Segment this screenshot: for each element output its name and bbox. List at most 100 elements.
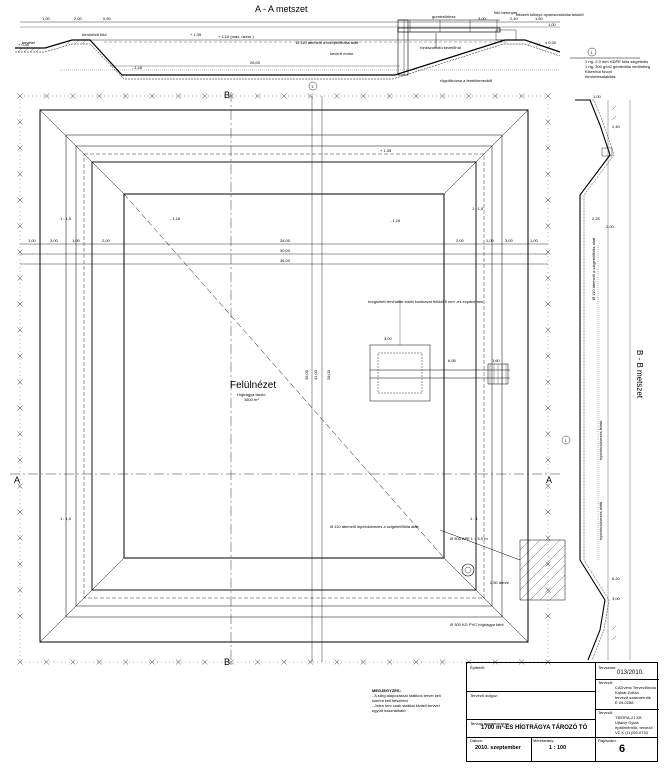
notes-line-4: együtt használható	[372, 708, 406, 713]
dim-aa-7: 1,00	[548, 22, 557, 27]
plan-sub-2: 1600 m³	[244, 397, 259, 402]
aa-label-level-max: + 1,10 (max. üzem.)	[218, 34, 254, 39]
depth-note: 2,50 átm/e	[490, 580, 510, 585]
aa-label-bottom: 26,00	[250, 60, 261, 65]
dim-top-5: 28,00	[280, 238, 291, 243]
tb-sheet: 6	[619, 743, 626, 755]
section-aa-title: A - A metszet	[255, 4, 308, 14]
bb-dim-3: 2,25	[592, 216, 601, 221]
tb-designer2-3: építőmérnök, tervező	[615, 725, 653, 730]
tb-date: 2010. szeptember	[475, 745, 521, 751]
aa-label-foil: tömörített föld	[82, 32, 106, 37]
tb-designer-4: É 09-0288	[615, 700, 634, 705]
dim-aa-6: 1,50	[535, 16, 544, 21]
slope-right: 1 : 1,5	[472, 206, 484, 211]
axis-b-top: B	[224, 90, 230, 100]
dim-aa-1: 1,00	[42, 16, 51, 21]
bb-dim-4: 2,00	[606, 224, 615, 229]
legend: 1 1 rtg. 2,0 mm HDPE fólia szigetelés 1 …	[570, 47, 650, 79]
aa-label-anchor: rögzítőrózsa a fenéklemezből	[440, 78, 492, 83]
tb-designer2-1: TIERRA-21 Kft.	[615, 715, 643, 720]
tb-label-terv-dolgoz: Tervező dolgoz:	[470, 693, 499, 698]
tb-label-datum: Dátum:	[470, 738, 483, 743]
dim-top-3: 1,00	[72, 238, 81, 243]
ore-note: Ø 300 APE L = 5,0 m	[450, 536, 488, 541]
note-dim-3: 3,00	[384, 336, 393, 341]
aa-level-mid: + 1,35	[190, 32, 202, 37]
slope-left: 1 : 1,5	[60, 216, 72, 221]
tb-project-no: 013/2010.	[617, 670, 644, 676]
notes-line-2: szerint kell készíteni	[372, 698, 408, 703]
aa-label-berm: bevétel	[22, 40, 35, 45]
title-block: Építtető: Tervszám: 013/2010. Tervező: C…	[466, 662, 659, 762]
dim-aa-4: 3,00	[478, 16, 487, 21]
plan-sub-1: Hígtrágya tároló	[237, 392, 266, 397]
axis-a-right: A	[546, 475, 552, 485]
notes-heading: MEGJEGYZÉS:	[372, 688, 401, 693]
note-dim-160: 1,60	[492, 358, 501, 363]
tb-label-tervlap: Tervlap megnevezése:	[470, 721, 511, 726]
axis-a-left: A	[14, 475, 20, 485]
dim-top-2: 3,00	[50, 238, 59, 243]
bb-dim-5: 6,20	[612, 576, 621, 581]
plan-view: A A B B 1,00 3,00 1,00 2,00 28,00 2,00 1…	[10, 90, 571, 667]
aa-level-right: ± 0,00	[545, 40, 557, 45]
tb-label-tervezo: Tervező:	[598, 680, 614, 685]
dim-top-6: 2,00	[456, 238, 465, 243]
aa-label-walkway: gumicsűrtesz	[432, 14, 456, 19]
dim-outer: 36,00	[280, 258, 291, 263]
legend-ref: 1	[591, 50, 594, 55]
bb-dim-1: 1,00	[593, 94, 602, 99]
tb-designer-1: CADvenc Tervezőiroda	[615, 685, 656, 690]
notes-block: MEGJEGYZÉS: - A sűrg alapozással statiku…	[372, 688, 462, 713]
section-aa: A - A metszet 1,00 2,00 0,50 3,00 2,40 1…	[15, 4, 584, 91]
dim-top-8: 3,00	[505, 238, 514, 243]
dim-top-9: 1,00	[530, 238, 539, 243]
dim-aa-5: 2,40	[510, 16, 519, 21]
bb-dim-2: 2,40	[612, 124, 621, 129]
tb-designer-3: tervező szakmérnök	[615, 695, 651, 700]
dim-vert-41: 41,00	[313, 369, 318, 380]
aa-level-left: + 0,00	[18, 42, 30, 47]
bb-note-2: nyomócsövezés feletti	[598, 421, 603, 460]
bb-dim-6: 3,00	[612, 596, 621, 601]
tb-designer2-2: Ujfalvy Gyula	[615, 720, 639, 725]
tb-label-meretarany: Méretarány:	[533, 738, 555, 743]
tb-label-epitteto: Építtető:	[470, 665, 485, 670]
section-bb: B - B metszet Ø 110 átemelő a szigetelőf…	[575, 94, 644, 661]
legend-line-1: 1 rtg. 2,0 mm HDPE fólia szigetelés	[585, 59, 648, 64]
level-bottom: - 1,16	[170, 216, 181, 221]
aa-label-depth: - 1,16	[132, 65, 143, 70]
tb-designer2-4: VZ-K (11)/09-0733	[615, 730, 648, 735]
aa-label-rail: fölö betonpér	[494, 10, 518, 15]
dim-aa-3: 0,50	[103, 16, 112, 21]
aa-label-platform: rönkszoboltó kezelőhíd	[420, 45, 461, 50]
tb-scale: 1 : 100	[549, 745, 567, 751]
dim-top-4: 2,00	[102, 238, 111, 243]
aa-label-pipe: Ø 110 átemelő a lezőpelőfolás alatt	[296, 40, 359, 45]
level-bottom-2: - 1,16	[390, 218, 401, 223]
dim-vert-36: 36,00	[304, 369, 309, 380]
aa-ref: 1	[312, 84, 315, 89]
dim-top-1: 1,00	[28, 238, 37, 243]
aa-label-motor: keverő motor	[330, 51, 354, 56]
notes-line-1: - A sűrg alapozással statikus tervet kel…	[372, 693, 441, 698]
axis-b-bottom: B	[224, 657, 230, 667]
bb-note-1: Ø 110 átemelő a szigetelőfólia alatt	[591, 237, 596, 300]
slope-left-2: 1 : 1,5	[60, 516, 72, 521]
pipe-note: Ø 110 átemelő lepelokövezes a szigetelőf…	[330, 524, 420, 529]
dim-aa-2: 2,00	[74, 16, 83, 21]
fence-markers	[17, 93, 551, 665]
note-dim-695: 6,95	[448, 358, 457, 363]
dim-inner: 30,00	[280, 248, 291, 253]
legend-line-4: tömörítésalakítás	[585, 74, 615, 79]
tb-drawing-title: 1700 m³-ES HÍGTRÁGYA TÁROZÓ TÓ	[481, 725, 588, 731]
section-bb-title: B - B metszet	[635, 350, 644, 399]
tb-label-tervezo2: Tervező:	[598, 710, 614, 715]
notes-line-3: - Jelen terv csak statikai kiviteli terv…	[372, 703, 440, 708]
pvc-note: Ø 300 KG PVC hígtrágya ként	[450, 622, 504, 627]
plan-title: Felülnézet	[230, 380, 276, 391]
level-top: + 1,35	[380, 148, 392, 153]
legend-line-3: Kiserrbul fúvott	[585, 69, 613, 74]
